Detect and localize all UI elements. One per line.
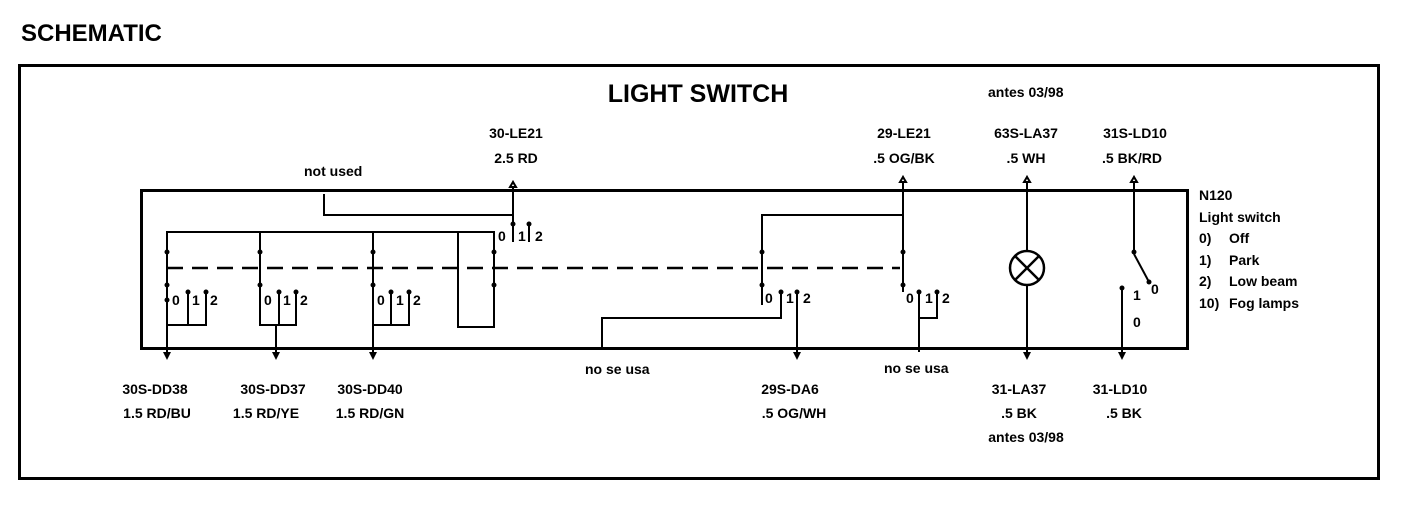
bank6-pos1: 1 xyxy=(925,290,933,306)
bank5-pos1: 1 xyxy=(786,290,794,306)
connector-31s-ld10-code: 31S-LD10 xyxy=(1103,125,1167,141)
connector-29s-da6-code: 29S-DA6 xyxy=(761,381,819,397)
legend-key: 0) xyxy=(1199,230,1212,246)
bank2-pos1: 1 xyxy=(283,292,291,308)
connector-30-le21-code: 30-LE21 xyxy=(489,125,543,141)
legend-row: 10) Fog lamps xyxy=(1199,293,1299,315)
connector-63s-la37-wire: .5 WH xyxy=(1006,150,1046,166)
bank3-pos1: 1 xyxy=(396,292,404,308)
connector-30s-dd38-wire: 1.5 RD/BU xyxy=(123,405,191,421)
connector-31-la37-code: 31-LA37 xyxy=(991,381,1047,397)
bank5-pos0: 0 xyxy=(765,290,773,306)
top-note: antes 03/98 xyxy=(988,84,1064,100)
connector-31-ld10-code: 31-LD10 xyxy=(1092,381,1148,397)
component-id: N120 xyxy=(1199,187,1233,203)
legend-key: 1) xyxy=(1199,251,1212,268)
connector-30s-dd37-wire: 1.5 RD/YE xyxy=(232,405,300,421)
bank2-pos2: 2 xyxy=(300,292,308,308)
bank4-pos2: 2 xyxy=(535,228,543,244)
legend-label: Off xyxy=(1229,230,1250,246)
bank2-pos0: 0 xyxy=(264,292,272,308)
bank1-pos0: 0 xyxy=(172,292,180,308)
bank3-pos0: 0 xyxy=(377,292,385,308)
diagram-frame xyxy=(18,64,1380,480)
bank5-pos2: 2 xyxy=(803,290,811,306)
connector-30s-dd37-code: 30S-DD37 xyxy=(240,381,306,397)
fog-switch-pos1: 1 xyxy=(1133,287,1141,303)
legend-key: 2) xyxy=(1199,273,1212,289)
component-name: Light switch xyxy=(1199,208,1281,225)
not-used-label: not used xyxy=(304,163,363,179)
legend-label: Low beam xyxy=(1229,273,1298,289)
fog-switch-pos0-lower: 0 xyxy=(1133,314,1141,330)
bank3-pos2: 2 xyxy=(413,292,421,308)
diagram-title: LIGHT SWITCH xyxy=(607,80,789,108)
connector-29-le21-code: 29-LE21 xyxy=(877,125,931,141)
connector-30s-dd38-code: 30S-DD38 xyxy=(122,381,188,397)
legend-label: Park xyxy=(1229,251,1260,268)
legend-row: 0) Off xyxy=(1199,228,1299,250)
bank6-pos0: 0 xyxy=(906,290,914,306)
fog-switch-pos0: 0 xyxy=(1151,281,1159,297)
connector-29-le21-wire: .5 OG/BK xyxy=(873,150,935,166)
bank1-pos2: 2 xyxy=(210,292,218,308)
bank6-pos2: 2 xyxy=(942,290,950,306)
connector-30-le21-wire: 2.5 RD xyxy=(494,150,538,166)
legend-label: Fog lamps xyxy=(1229,294,1300,311)
bank4-pos1: 1 xyxy=(518,228,526,244)
connector-31-ld10-wire: .5 BK xyxy=(1106,405,1142,421)
connector-31s-ld10-wire: .5 BK/RD xyxy=(1102,150,1162,166)
legend-row: 1) Park xyxy=(1199,250,1299,272)
legend-row: 2) Low beam xyxy=(1199,271,1299,293)
no-se-usa-label-1: no se usa xyxy=(585,361,650,377)
component-legend: N120 Light switch 0) Off 1) Park 2) Low bea… xyxy=(1199,185,1299,314)
connector-30s-dd40-wire: 1.5 RD/GN xyxy=(335,405,405,421)
light-switch-box xyxy=(140,189,1189,350)
connector-31-la37-wire: .5 BK xyxy=(1001,405,1037,421)
bank4-pos0: 0 xyxy=(498,228,506,244)
page-heading: SCHEMATIC xyxy=(21,20,162,47)
connector-31-la37-note: antes 03/98 xyxy=(988,429,1064,445)
legend-key: 10) xyxy=(1199,294,1220,311)
bank1-pos1: 1 xyxy=(192,292,200,308)
connector-30s-dd40-code: 30S-DD40 xyxy=(337,381,403,397)
connector-63s-la37-code: 63S-LA37 xyxy=(994,125,1058,141)
connector-29s-da6-wire: .5 OG/WH xyxy=(761,405,827,421)
no-se-usa-label-2: no se usa xyxy=(884,360,949,376)
